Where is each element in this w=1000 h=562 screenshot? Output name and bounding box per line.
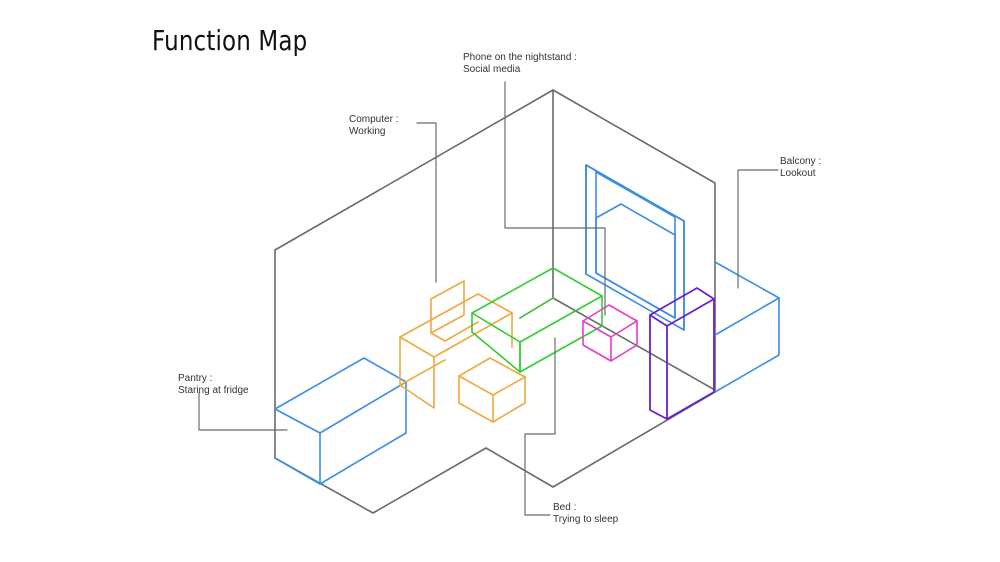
leader-lines [198, 81, 779, 516]
room-back-wall [552, 89, 716, 391]
leader-phone [504, 81, 606, 316]
label-computer: Computer : Working [349, 114, 398, 138]
label-computer-line2: Working [349, 126, 386, 137]
room-floor-outline [274, 391, 716, 514]
pantry-box [274, 357, 407, 485]
label-phone-line2: Social media [463, 64, 521, 75]
label-bed: Bed : Trying to sleep [553, 502, 618, 526]
leader-computer [416, 122, 437, 283]
label-phone-line1: Phone on the nightstand : [463, 52, 577, 63]
label-computer-line1: Computer : [349, 114, 399, 125]
label-balcony-line2: Lookout [780, 168, 816, 179]
label-bed-line2: Trying to sleep [553, 514, 619, 525]
balcony-door-frames [585, 164, 685, 331]
label-pantry-line2: Staring at fridge [178, 385, 249, 396]
door-frame-outer [585, 164, 685, 331]
room-outline [274, 89, 716, 514]
tall-cabinet-box [649, 287, 715, 420]
leader-balcony [737, 169, 779, 289]
bed-box [471, 267, 603, 373]
label-balcony-line1: Balcony : [780, 156, 822, 167]
door-frame-panel [595, 203, 676, 319]
leader-bed [524, 337, 556, 516]
page-title: Function Map [152, 24, 308, 57]
label-phone: Phone on the nightstand : Social media [463, 52, 577, 76]
room-floor-back-right [552, 297, 716, 391]
label-balcony: Balcony : Lookout [780, 156, 821, 180]
label-bed-line1: Bed : [553, 502, 577, 513]
computer-desk [399, 280, 526, 423]
label-pantry-line1: Pantry : [178, 373, 213, 384]
room-left-wall [274, 89, 554, 459]
nightstand-box [582, 304, 638, 362]
balcony-box [714, 261, 780, 393]
label-pantry: Pantry : Staring at fridge [178, 373, 249, 397]
leader-pantry [198, 392, 288, 431]
